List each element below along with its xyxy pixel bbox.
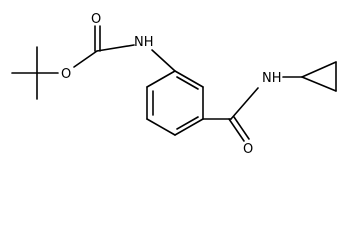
atom-label-nh-right: NH bbox=[262, 71, 282, 86]
atom-label-o-carbonyl-left: O bbox=[91, 12, 101, 27]
bond-carbonyl-right-double-a bbox=[228, 118, 245, 142]
bond-carbonyl-c-to-nh bbox=[96, 44, 135, 52]
ring-bond-c6-c1 bbox=[174, 70, 204, 88]
cyclopropyl-bond-b bbox=[301, 76, 337, 92]
atom-label-nh-left: NH bbox=[134, 35, 154, 50]
atom-label-o-ester: O bbox=[61, 67, 71, 82]
ring-bond-c1-c2 bbox=[146, 70, 176, 88]
ring-bond-c3-c4 bbox=[146, 118, 176, 136]
ring-double-bond-inner-top bbox=[176, 76, 199, 90]
atom-label-o-carbonyl-right: O bbox=[243, 142, 253, 155]
cyclopropyl-bond-a bbox=[301, 61, 337, 78]
chemical-structure-diagram: NH O O NH O bbox=[11, 12, 337, 155]
bond-ester-o-to-carbonyl-c bbox=[73, 50, 98, 68]
bond-amide-c-to-nh bbox=[230, 87, 259, 120]
ring-bond-c4-c5 bbox=[174, 118, 204, 136]
bond-carbonyl-right-double-b bbox=[233, 116, 250, 140]
ring-double-bond-inner-bottom bbox=[176, 116, 199, 130]
bond-nh-to-ring bbox=[151, 49, 176, 72]
